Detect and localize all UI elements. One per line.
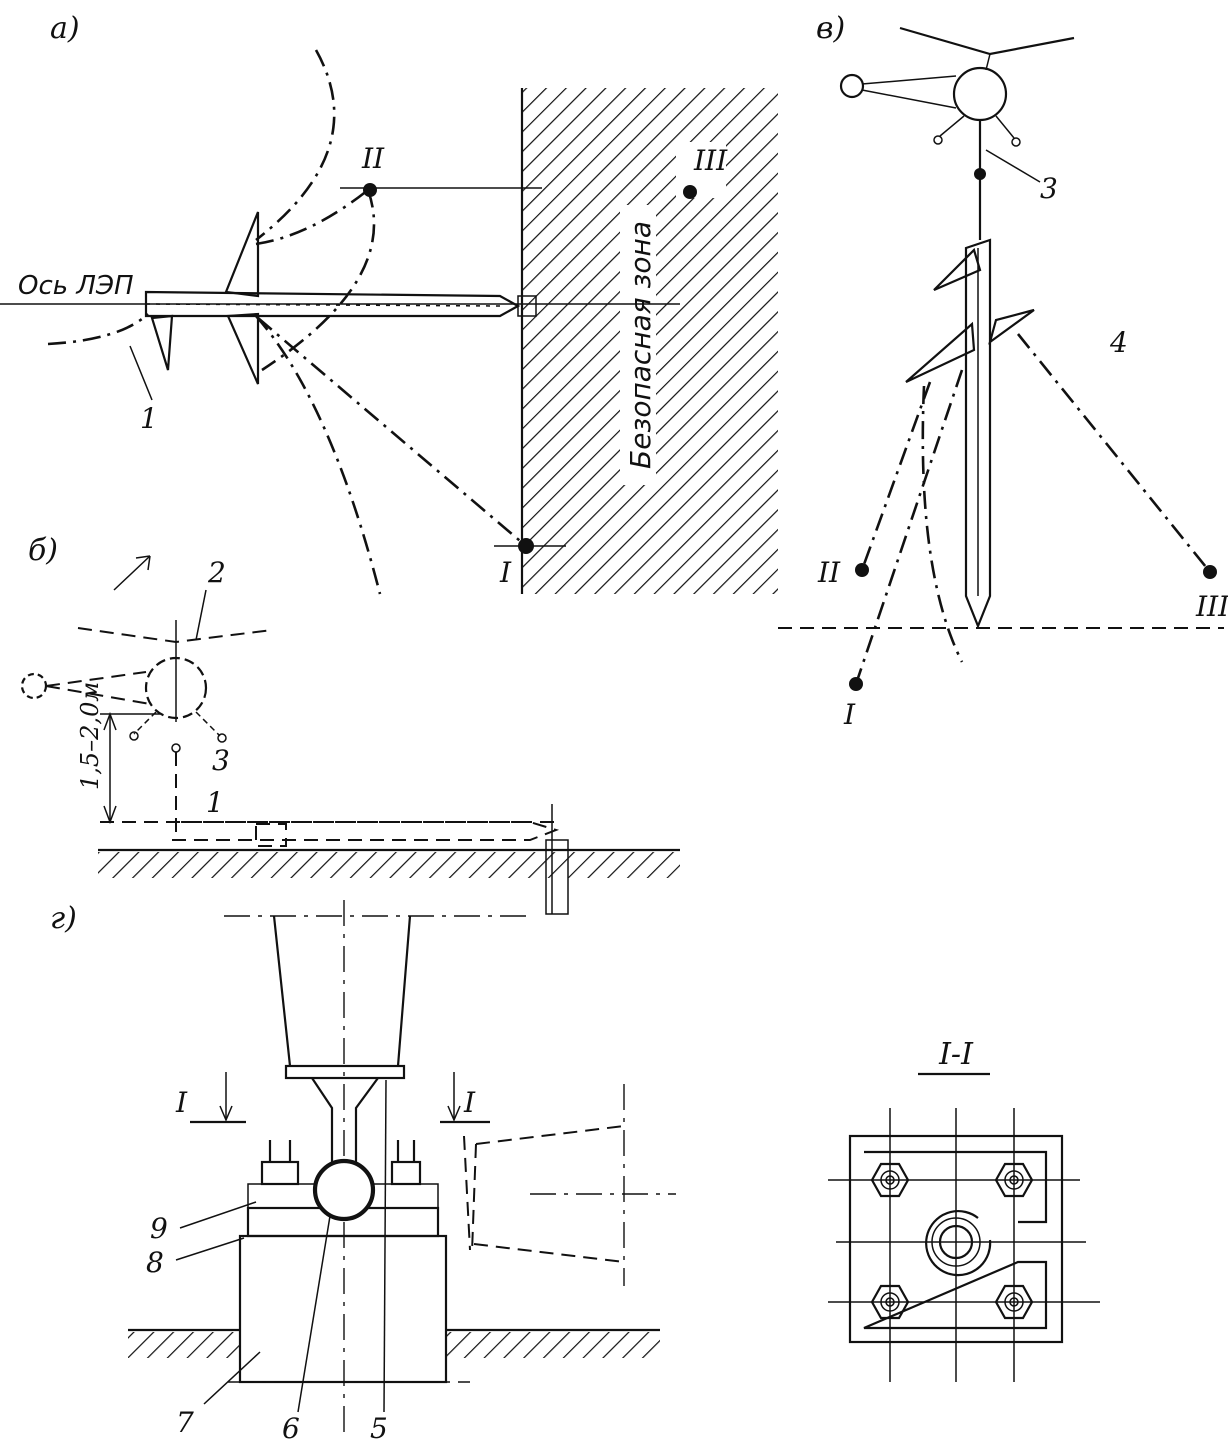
swing-arc-4 bbox=[261, 189, 376, 372]
tower-stump bbox=[545, 839, 569, 915]
safe-zone-label: Безопасная зона bbox=[624, 221, 657, 469]
section-nut-bl bbox=[870, 1284, 910, 1320]
helicopter-rotor-v bbox=[899, 26, 1075, 56]
tower-shaft bbox=[144, 290, 521, 318]
point-ii-dot bbox=[363, 183, 377, 197]
section-mark-left-label: I bbox=[175, 1086, 188, 1119]
panel-v-callout-3: 3 bbox=[1040, 172, 1058, 205]
swing-arc-2 bbox=[47, 313, 149, 346]
helicopter-body-v bbox=[952, 66, 1008, 122]
ground-hatch-right bbox=[446, 1332, 660, 1358]
panel-v-point-i: I bbox=[843, 698, 856, 731]
panel-b-callout-2: 2 bbox=[207, 556, 226, 589]
panel-b-label: б) bbox=[28, 533, 58, 568]
panel-v-callout-4: 4 bbox=[1109, 326, 1128, 359]
section-hinge-outer bbox=[925, 1210, 992, 1277]
helicopter-body bbox=[144, 656, 208, 720]
leg-base-plate bbox=[284, 1064, 406, 1080]
panel-b-callout-3: 3 bbox=[212, 744, 230, 777]
swing-arc-5 bbox=[255, 315, 382, 595]
lower-crossarm bbox=[226, 312, 260, 385]
section-mark-right-label: I bbox=[463, 1086, 476, 1119]
section-view: I-I bbox=[828, 1037, 1100, 1382]
panel-v-point-iii: III bbox=[1195, 590, 1228, 623]
panel-g-callout-8: 8 bbox=[146, 1246, 164, 1279]
tower-top-marker bbox=[517, 295, 537, 317]
panel-a-label: а) bbox=[50, 11, 80, 46]
bolt-right bbox=[390, 1160, 422, 1186]
upper-crossarm bbox=[224, 211, 260, 298]
panel-a-callout-1: 1 bbox=[140, 402, 158, 435]
panel-v-point-ii: II bbox=[817, 556, 841, 589]
point-i-dot bbox=[518, 538, 534, 554]
guy-cable-4 bbox=[1016, 333, 1212, 573]
swing-arc-3 bbox=[255, 188, 369, 246]
tower-leg bbox=[272, 915, 412, 1067]
point-i-label: I bbox=[499, 556, 512, 589]
point-iii-label: III bbox=[693, 144, 728, 177]
point-ii-label: II bbox=[361, 142, 385, 175]
ground-hatch-left bbox=[128, 1332, 240, 1358]
panel-g-label: г) bbox=[50, 901, 77, 936]
swing-arc-6 bbox=[257, 317, 527, 547]
bolt-left bbox=[260, 1160, 300, 1186]
panel-g-callout-6: 6 bbox=[282, 1412, 300, 1445]
section-inner-plate bbox=[863, 1150, 1048, 1330]
power-line-axis-label: Ось ЛЭП bbox=[18, 271, 134, 301]
panel-g-callout-5: 5 bbox=[370, 1412, 388, 1445]
direction-arrow bbox=[113, 555, 151, 591]
callout-1-leader bbox=[129, 345, 153, 401]
section-nut-br bbox=[994, 1284, 1034, 1320]
panel-v: в) 3 4 II III I bbox=[778, 11, 1228, 731]
panel-b: б) 1,5–2,0м 2 3 1 bbox=[20, 533, 680, 915]
panel-g-callout-9: 9 bbox=[150, 1212, 168, 1245]
ground-hatch bbox=[98, 852, 680, 878]
panel-g-callout-7: 7 bbox=[176, 1406, 194, 1439]
swing-arc-1 bbox=[255, 49, 336, 242]
panel-g: г) I bbox=[50, 900, 676, 1445]
panel-v-label: в) bbox=[816, 11, 845, 46]
section-hinge-core bbox=[938, 1224, 974, 1260]
base-crossarm bbox=[150, 314, 174, 371]
panel-a: а) Безопасная зона Ось ЛЭП II I bbox=[0, 11, 778, 595]
helicopter-rotor bbox=[77, 627, 273, 644]
panel-b-callout-1: 1 bbox=[206, 786, 224, 819]
section-nut-tr bbox=[994, 1162, 1034, 1198]
vertical-tower bbox=[964, 238, 992, 629]
foundation-block bbox=[238, 1234, 448, 1384]
tilted-leg-outline bbox=[473, 1125, 625, 1263]
ball-hinge bbox=[312, 1158, 376, 1222]
safe-zone-label-group: Безопасная зона bbox=[620, 205, 657, 485]
dimension-text: 1,5–2,0м bbox=[76, 682, 104, 790]
helicopter-tail-rotor bbox=[20, 672, 48, 700]
helicopter-tail-v bbox=[839, 73, 865, 99]
section-title: I-I bbox=[938, 1037, 974, 1072]
section-nut-tl bbox=[870, 1162, 910, 1198]
point-iii-dot bbox=[683, 185, 697, 199]
